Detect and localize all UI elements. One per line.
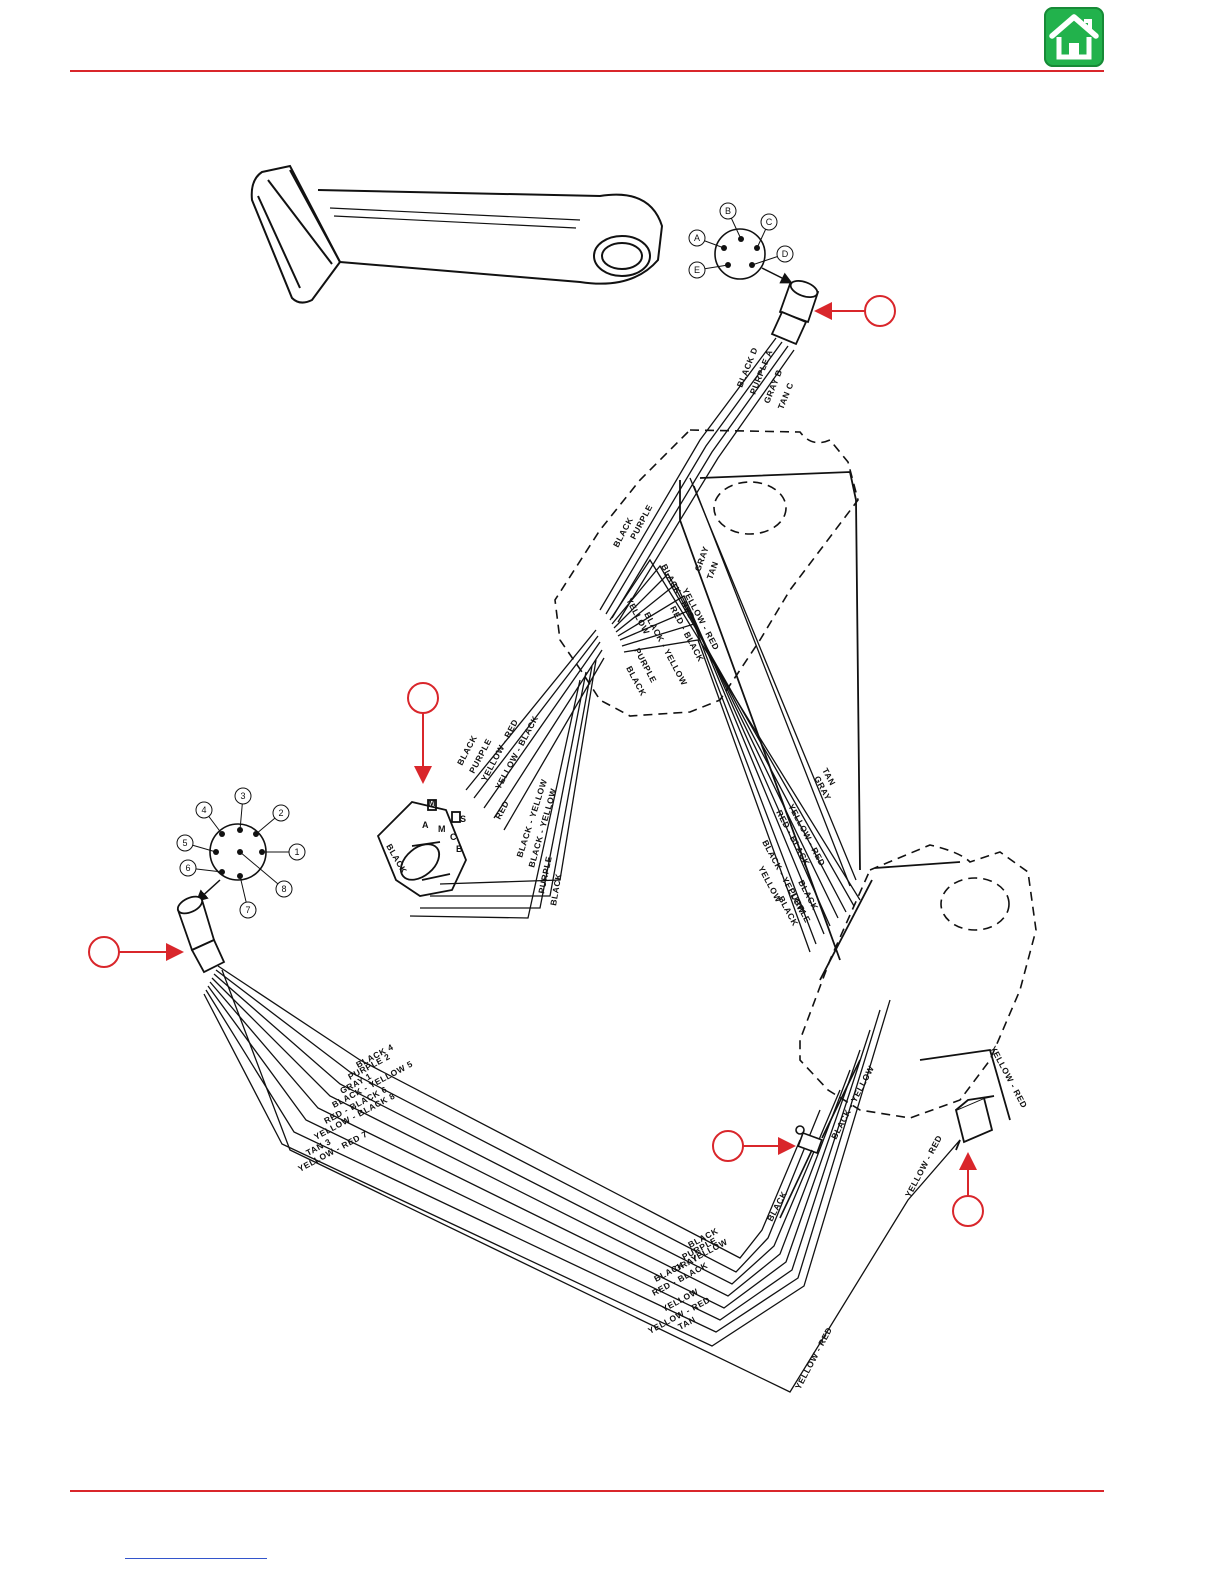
terminal-label: M [438,824,446,834]
pin-label: 8 [281,884,286,894]
pin-label: 4 [201,805,206,815]
wire-label: YELLOW - RED [988,1044,1029,1110]
connector-5pin-face: A B C D E [688,202,794,284]
warning-horn [919,1048,1011,1151]
pin-label: 1 [294,847,299,857]
ignition-switch [376,799,467,897]
terminal-label: M [428,798,436,808]
wire-run-right [609,477,861,953]
pin-label: 5 [182,838,187,848]
connector-8pin-face: 1 2 3 4 5 6 7 8 [176,787,306,919]
pin-label: E [694,265,700,275]
wire-run-ignition [409,629,605,919]
callout-lanyard-switch[interactable] [712,1130,796,1162]
footer-rule [70,1490,1104,1492]
pin-label: 3 [240,791,245,801]
pin-label: C [766,217,773,227]
terminal-label: B [456,844,463,854]
wire-label: TAN [704,560,720,581]
terminal-label: S [460,814,466,824]
wire-bundle-upper [599,337,795,623]
pin-label: A [694,233,700,243]
terminal-label: C [450,832,457,842]
terminal-label: A [422,820,429,830]
home-icon [1049,14,1099,60]
connector-5pin-plug [770,279,820,346]
home-button[interactable] [1044,7,1104,67]
pin-label: D [782,249,789,259]
callout-warning-horn[interactable] [952,1152,984,1227]
pin-label: 6 [185,863,190,873]
wire-label: YELLOW - RED [793,1325,834,1391]
wire-label: BLACK [548,872,564,906]
pin-label: B [725,206,731,216]
pin-label: 7 [245,905,250,915]
callout-ignition-switch[interactable] [407,682,439,784]
control-handle [250,164,664,304]
pin-label: 2 [278,808,283,818]
control-housing-outline [554,429,1037,1119]
callout-5pin-connector[interactable] [814,295,896,327]
main-harness [203,965,961,1393]
footer-link-underline[interactable] [125,1558,267,1559]
wire-label: RED [493,799,511,821]
header-rule [70,70,1104,72]
callout-8pin-connector[interactable] [88,936,184,968]
connector-8pin-plug [176,895,226,974]
lanyard-switch [779,1059,861,1219]
